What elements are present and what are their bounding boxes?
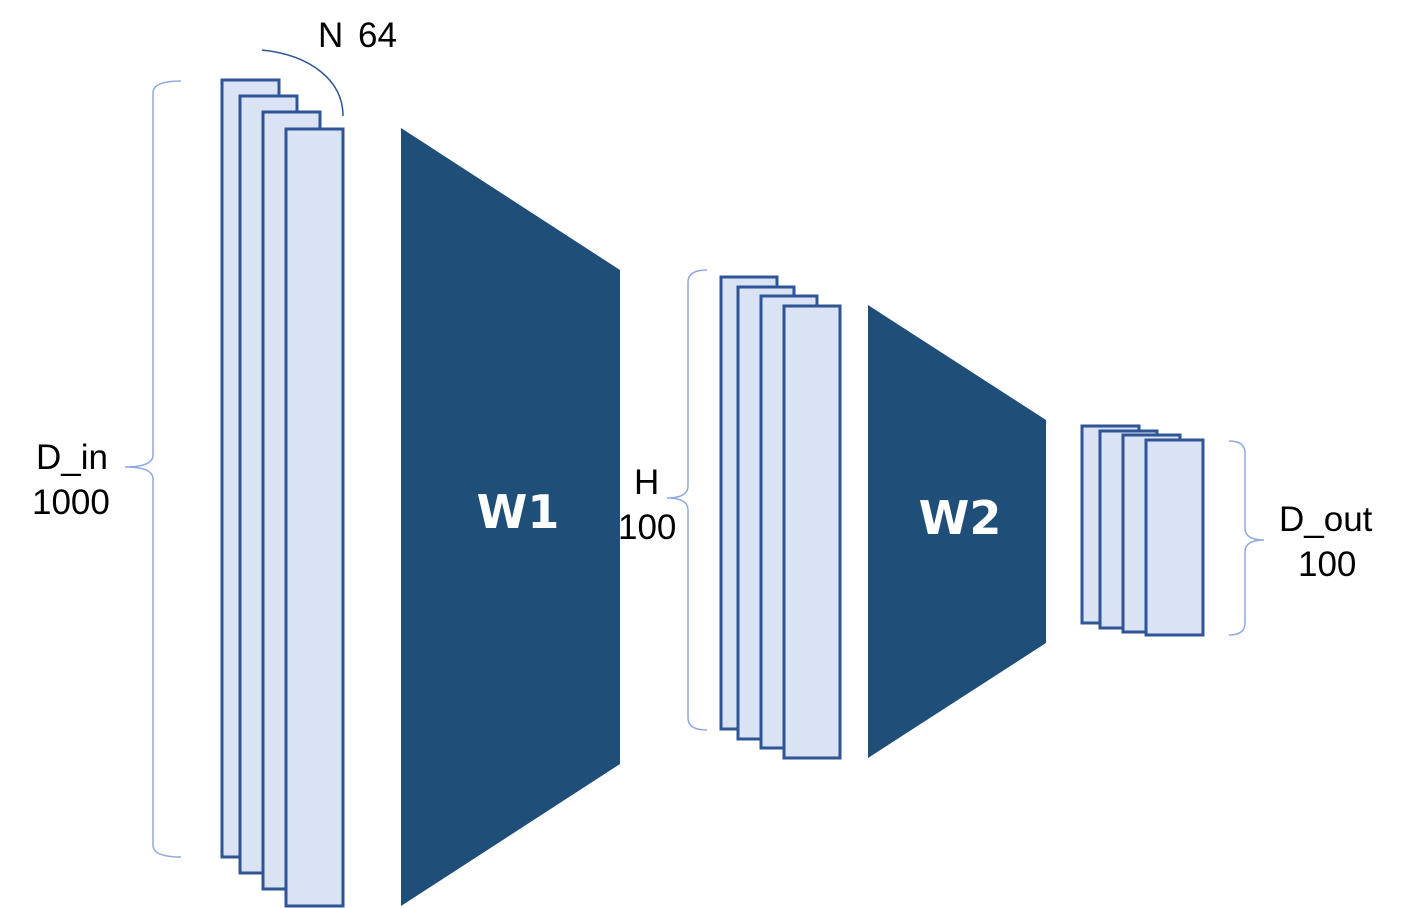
batch-size-arc [261,49,344,117]
weight-w2-block [868,305,1046,758]
output-size-value: 100 [1298,545,1356,584]
output-size-brace [1228,440,1265,636]
hidden-matrix-4 [782,304,842,760]
hidden-size-brace [666,269,708,731]
input-size-name: D_in [36,438,108,477]
batch-size-value: 64 [358,16,397,55]
input-size-value: 1000 [32,483,110,522]
weight-w1-block [401,128,620,906]
hidden-size-name: H [634,463,659,502]
batch-size-name: N [318,16,343,55]
weight-w1-label: W1 [477,485,560,539]
input-layer-stack [220,78,345,908]
hidden-size-value: 100 [618,508,676,547]
output-size-name: D_out [1279,500,1373,539]
input-size-brace [124,80,182,858]
weight-w2-label: W2 [919,491,1002,545]
input-matrix-4 [284,127,345,908]
output-layer-stack [1080,424,1205,637]
hidden-layer-stack [719,275,842,760]
output-matrix-4 [1144,438,1205,637]
